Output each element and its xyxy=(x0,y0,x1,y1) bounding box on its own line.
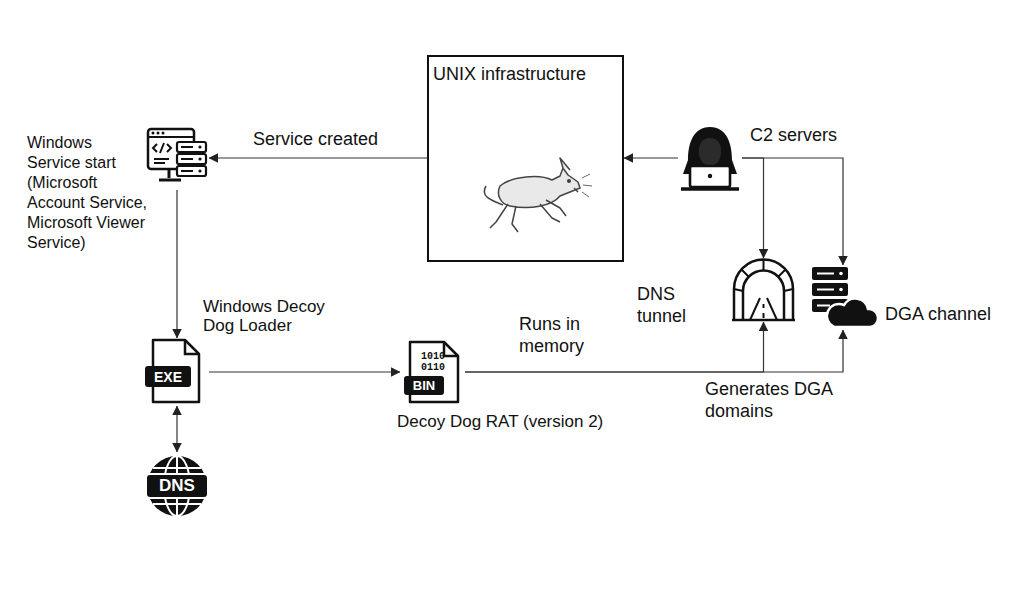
node-label: UNIX infrastructure xyxy=(433,63,586,85)
rat-bin-icon: 1010 0110BINDecoy Dog RAT (version 2) xyxy=(400,340,465,404)
connector-arrow xyxy=(742,158,843,265)
node-label: C2 servers xyxy=(750,124,837,146)
node-label: DGA channel xyxy=(885,303,991,325)
edge-label: Runs in memory xyxy=(519,313,594,357)
c2-server-icon-graphic xyxy=(678,124,742,192)
node-label: BIN xyxy=(404,376,444,395)
node-label: DNS xyxy=(145,474,209,498)
dns-globe-icon: DNS xyxy=(145,452,209,520)
loader-exe-icon: Windows Decoy Dog LoaderEXE xyxy=(145,338,209,406)
c2-server-icon: C2 servers xyxy=(678,124,742,192)
dns-tunnel-icon: DNS tunnel xyxy=(730,258,797,322)
node-label: 1010 0110 xyxy=(420,351,446,373)
connector-arrow xyxy=(209,371,400,372)
edge-label: Service created xyxy=(253,128,378,150)
node-label: EXE xyxy=(145,367,191,388)
node-label: DNS tunnel xyxy=(637,283,717,327)
connector-arrow xyxy=(209,157,427,158)
connector-arrow xyxy=(176,190,177,338)
node-label: Windows Decoy Dog Loader xyxy=(203,297,335,335)
connector-arrow xyxy=(465,322,764,372)
node-label: Decoy Dog RAT (version 2) xyxy=(397,412,603,432)
dga-channel-icon-graphic xyxy=(810,265,876,330)
service-icon: Windows Service start (Microsoft Account… xyxy=(145,126,209,190)
connector-arrow xyxy=(176,406,177,452)
connector-arrow xyxy=(624,157,678,158)
connector-arrow xyxy=(742,158,764,258)
dga-channel-icon: DGA channel xyxy=(810,265,876,330)
node-label: Windows Service start (Microsoft Account… xyxy=(27,133,172,253)
edge-label: Generates DGA domains xyxy=(705,378,855,422)
dns-tunnel-icon-graphic xyxy=(730,258,797,322)
service-icon-graphic xyxy=(145,126,209,190)
infrastructure-box: UNIX infrastructure xyxy=(427,55,624,262)
wrap-spacer xyxy=(138,133,172,193)
